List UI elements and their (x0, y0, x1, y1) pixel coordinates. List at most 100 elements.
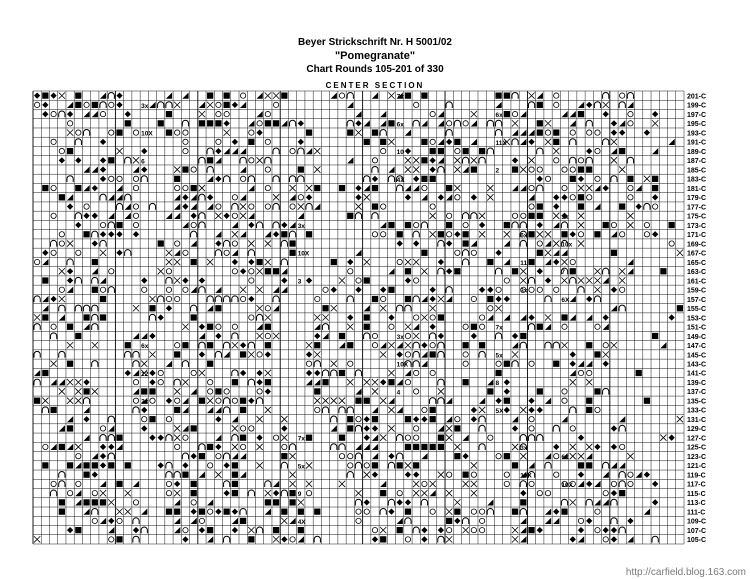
cross-symbol (338, 277, 346, 284)
square-symbol (404, 92, 412, 99)
square-symbol (478, 147, 486, 155)
arch-symbol (437, 240, 445, 247)
arch-symbol (387, 175, 396, 182)
arch-symbol (412, 341, 420, 349)
arch-symbol (255, 221, 264, 229)
square-symbol (553, 360, 560, 367)
triangle-symbol (586, 314, 593, 321)
circle-symbol (561, 480, 568, 487)
repeat-annotation: 6x (495, 112, 503, 119)
circle-symbol (421, 480, 428, 487)
circle-symbol (652, 203, 659, 210)
circle-symbol (174, 342, 181, 349)
repeat-annotation: 7x (397, 94, 405, 101)
circle-symbol (429, 369, 436, 377)
cross-symbol (338, 397, 346, 405)
arch-symbol (107, 452, 115, 460)
square-symbol (198, 120, 206, 127)
square-symbol (371, 462, 379, 469)
arch-symbol (132, 535, 140, 543)
square-symbol (396, 462, 403, 469)
circle-symbol (594, 148, 601, 155)
arch-symbol (49, 239, 58, 247)
diamond-symbol (577, 175, 585, 182)
circle-symbol (355, 517, 362, 524)
arch-symbol (264, 480, 272, 488)
arch-symbol (478, 443, 486, 451)
arch-symbol (602, 138, 610, 145)
circle-symbol (83, 203, 90, 210)
square-symbol (446, 184, 453, 192)
diamond-symbol (231, 101, 239, 108)
square-symbol (536, 323, 543, 330)
triangle-symbol (503, 258, 510, 266)
circle-symbol (413, 277, 420, 284)
triangle-symbol (371, 443, 379, 451)
triangle-symbol (511, 416, 519, 423)
arch-symbol (585, 498, 593, 506)
arch-symbol (247, 489, 256, 497)
triangle-symbol (240, 471, 247, 478)
square-symbol (231, 490, 239, 497)
triangle-symbol (256, 110, 263, 118)
circle-symbol (536, 286, 543, 293)
triangle-symbol (619, 416, 626, 423)
square-symbol (58, 194, 65, 201)
square-symbol (157, 120, 164, 127)
diamond-symbol (66, 527, 74, 534)
square-symbol (240, 406, 247, 414)
circle-symbol (289, 148, 296, 155)
diamond-symbol (586, 480, 593, 488)
triangle-symbol (577, 101, 585, 108)
triangle-symbol (363, 184, 370, 192)
square-symbol (421, 249, 428, 256)
square-symbol (495, 92, 502, 99)
arch-symbol (231, 332, 239, 340)
arch-symbol (445, 129, 453, 136)
arch-symbol (140, 175, 148, 182)
cross-symbol (544, 249, 552, 257)
diamond-symbol (388, 314, 395, 321)
diamond-symbol (272, 231, 280, 238)
triangle-symbol (330, 425, 337, 432)
arch-symbol (420, 498, 429, 506)
diamond-symbol (421, 536, 428, 543)
arch-symbol (602, 461, 610, 469)
row-label: 199-C (687, 103, 706, 110)
cross-symbol (379, 304, 387, 312)
cross-symbol (280, 415, 288, 423)
triangle-symbol (272, 305, 280, 312)
arch-symbol (58, 471, 66, 478)
circle-symbol (619, 443, 626, 450)
diamond-symbol (305, 277, 313, 284)
square-symbol (380, 138, 387, 145)
cross-symbol (214, 471, 222, 479)
diamond-symbol (371, 175, 379, 182)
cross-symbol (58, 92, 66, 100)
triangle-symbol (165, 212, 173, 219)
diamond-symbol (478, 221, 486, 229)
cross-symbol (445, 434, 453, 442)
diamond-symbol (248, 258, 255, 266)
arch-symbol (494, 119, 503, 127)
arch-symbol (231, 295, 239, 303)
arch-symbol (255, 397, 264, 404)
square-symbol (190, 184, 197, 192)
circle-symbol (99, 286, 107, 293)
cross-symbol (173, 425, 181, 432)
arch-symbol (338, 406, 346, 414)
circle-symbol (273, 101, 280, 108)
arch-symbol (198, 443, 206, 451)
square-symbol (561, 314, 568, 321)
repeat-annotation: 7x (298, 436, 306, 443)
arch-symbol (165, 471, 173, 478)
cross-symbol (470, 480, 478, 488)
cross-symbol (346, 323, 354, 331)
arch-symbol (272, 203, 280, 210)
square-symbol (338, 434, 346, 441)
square-symbol (116, 480, 123, 488)
square-symbol (42, 462, 49, 469)
square-symbol (594, 231, 601, 238)
diamond-symbol (182, 194, 189, 201)
square-symbol (347, 416, 354, 423)
